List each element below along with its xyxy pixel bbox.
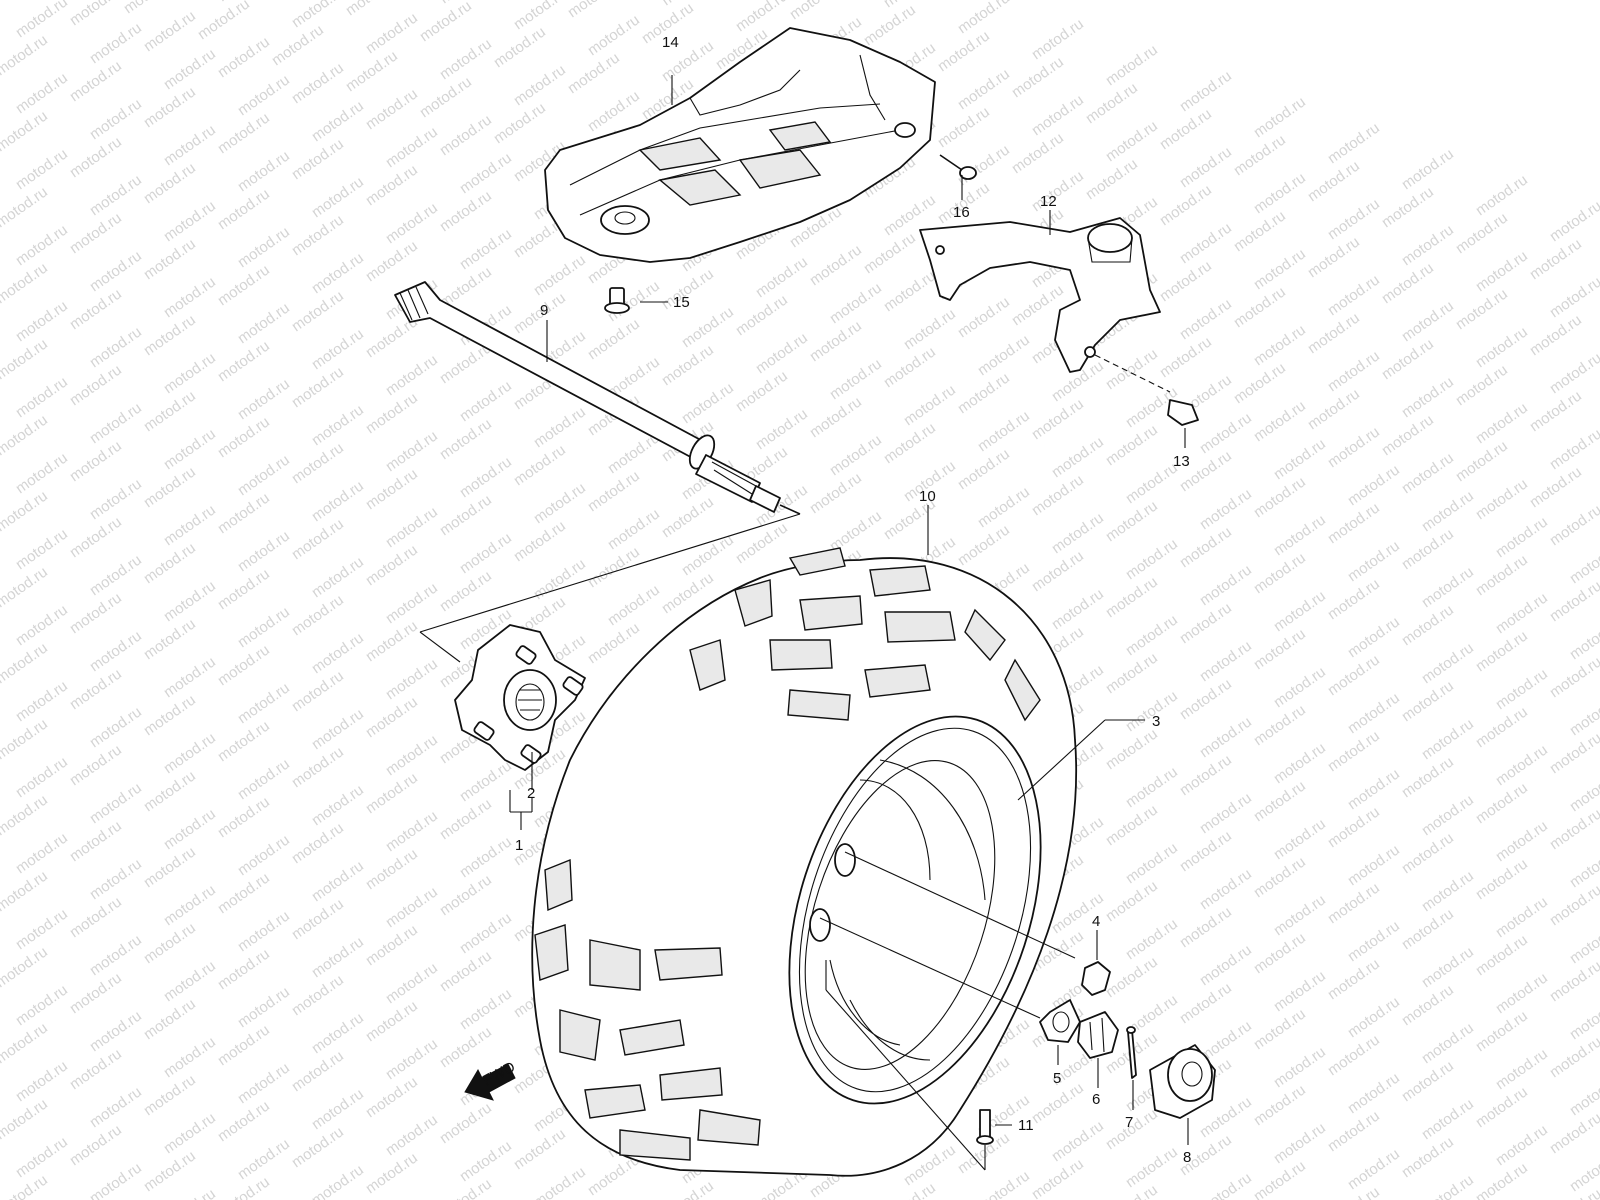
- explode-lines: [819, 851, 1076, 1171]
- mount-bracket: [919, 217, 1161, 373]
- callout-14: 14: [662, 34, 679, 51]
- wheel-tire: [531, 547, 1078, 1177]
- callout-10: 10: [919, 488, 936, 505]
- fwd-arrow-icon: FWD: [464, 1058, 518, 1101]
- assembly-lines: [419, 513, 801, 663]
- callout-4: 4: [1092, 913, 1100, 930]
- valve-11: [976, 1109, 1012, 1145]
- watermark-text: motod.ru: [1251, 397, 1309, 445]
- bolt-13: [1094, 354, 1199, 426]
- watermark-text: motod.ru: [531, 1163, 589, 1200]
- watermark-text: motod.ru: [1197, 1169, 1255, 1200]
- callout-1: 1: [515, 837, 523, 854]
- callout-6: 6: [1092, 1091, 1100, 1108]
- watermark-text: motod.ru: [1325, 423, 1383, 471]
- callout-5: 5: [1053, 1070, 1061, 1087]
- hub-cap-8: [1149, 1044, 1216, 1145]
- callout-labels: 1 2 3 4 5 6 7 8 9 10 11 12 13 14 15 16: [515, 34, 1191, 1166]
- watermark-text: motod.ru: [955, 293, 1013, 341]
- wheel-hub: [454, 624, 586, 830]
- watermark-text: motod.ru: [0, 0, 51, 3]
- watermark-text: motod.ru: [121, 0, 179, 17]
- watermark-text: motod.ru: [787, 0, 845, 23]
- watermark-text: motod.ru: [1547, 501, 1600, 549]
- callout-12: 12: [1040, 193, 1057, 210]
- watermark-text: motod.ru: [1103, 345, 1161, 393]
- washer-5: [1039, 999, 1081, 1065]
- castle-nut-6: [1077, 1011, 1119, 1088]
- callout-15: 15: [673, 294, 690, 311]
- drive-shaft: [394, 281, 801, 515]
- bolt-16: [939, 154, 977, 180]
- callout-13: 13: [1173, 453, 1190, 470]
- leader-lines: [546, 75, 1186, 801]
- bolt-15: [604, 287, 630, 314]
- watermark-text: motod.ru: [437, 111, 495, 159]
- nut-4: [1081, 930, 1111, 996]
- watermark-text: motod.ru: [565, 0, 623, 21]
- watermark-text: motod.ru: [1399, 449, 1457, 497]
- watermark-text: motod.ru: [195, 0, 253, 43]
- watermark-text: motod.ru: [363, 85, 421, 133]
- watermark-text: motod.ru: [975, 1167, 1033, 1200]
- callout-8: 8: [1183, 1149, 1191, 1166]
- callout-7: 7: [1125, 1114, 1133, 1131]
- callout-11: 11: [1018, 1117, 1034, 1134]
- watermark-text: motod.ru: [161, 1185, 219, 1200]
- watermark-text: motod.ru: [215, 33, 273, 81]
- watermark-text: motod.ru: [309, 1161, 367, 1200]
- cotter-pin-7: [1126, 1026, 1137, 1110]
- callout-9: 9: [540, 302, 548, 319]
- watermark-text: motod.ru: [289, 59, 347, 107]
- watermark-text: motod.ru: [1473, 475, 1531, 523]
- callout-3: 3: [1152, 713, 1160, 730]
- callout-16: 16: [953, 204, 970, 221]
- watermark-text: motod.ru: [67, 0, 125, 29]
- watermark-text: motod.ru: [87, 1159, 145, 1200]
- watermark-text: motod.ru: [1419, 1171, 1477, 1200]
- skid-plate: [544, 27, 936, 263]
- callout-2: 2: [527, 785, 535, 802]
- watermark-text: motod.ru: [807, 241, 865, 289]
- watermark-text: motod.ru: [343, 0, 401, 19]
- watermark-text: motod.ru: [881, 267, 939, 315]
- watermark-text: motod.ru: [141, 7, 199, 55]
